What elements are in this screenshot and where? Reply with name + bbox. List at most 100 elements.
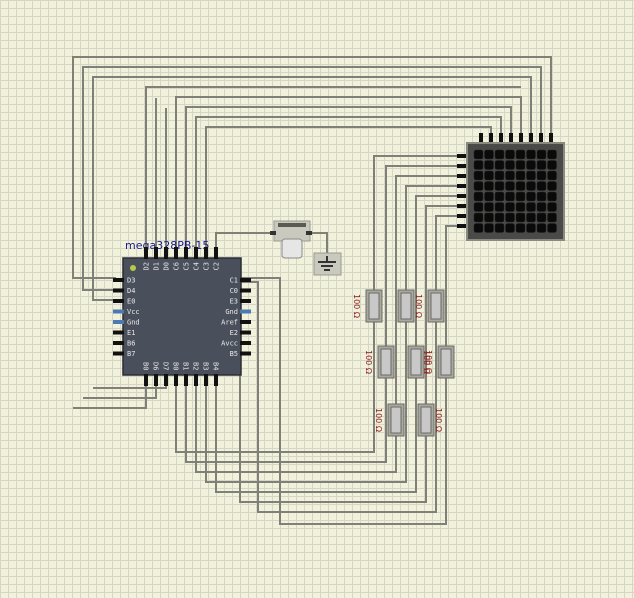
chip-body xyxy=(122,257,242,376)
pin-label: B4 xyxy=(212,362,220,370)
matrix-col-pin xyxy=(549,133,553,144)
led xyxy=(494,202,505,212)
resistor-7[interactable]: 100 Ω xyxy=(374,403,405,437)
pin-right-5[interactable] xyxy=(240,330,251,335)
pin-label: E3 xyxy=(230,298,238,306)
pin-label: B1 xyxy=(182,362,190,370)
resistor-label: 100 Ω xyxy=(352,294,361,318)
pin-bottom-1[interactable] xyxy=(154,374,158,386)
resistor-5[interactable]: 100 Ω xyxy=(407,345,433,379)
led xyxy=(547,170,557,181)
led xyxy=(536,223,547,233)
led xyxy=(484,223,494,233)
led xyxy=(536,170,547,181)
led xyxy=(484,160,494,170)
led xyxy=(515,181,526,191)
pin-label: C6 xyxy=(173,262,181,270)
resistor-1[interactable]: 100 Ω xyxy=(352,289,383,323)
pin-label: Vcc xyxy=(127,308,140,316)
led xyxy=(547,149,557,160)
pin-left-2[interactable] xyxy=(113,299,124,303)
led xyxy=(473,191,484,202)
pin-left-4[interactable] xyxy=(113,320,124,324)
pin-label: C3 xyxy=(203,262,211,270)
resistor-3[interactable] xyxy=(427,289,445,323)
pin-left-6[interactable] xyxy=(113,341,124,345)
matrix-col-pin xyxy=(539,133,543,144)
resistor-6[interactable]: 100 Ω xyxy=(422,345,455,379)
pin-right-4[interactable] xyxy=(240,320,251,324)
pin-label: C0 xyxy=(230,287,238,295)
pin-left-1[interactable] xyxy=(113,288,124,293)
led xyxy=(494,160,505,170)
pin-bottom-5[interactable] xyxy=(194,374,198,386)
pin-label: D7 xyxy=(162,362,170,370)
led xyxy=(515,212,526,223)
led xyxy=(484,212,494,223)
matrix-row-pin xyxy=(457,164,468,168)
pin-top-0[interactable] xyxy=(144,247,148,259)
pin-top-1[interactable] xyxy=(154,247,158,259)
pin-top-5[interactable] xyxy=(194,247,198,259)
pin-label: Aref xyxy=(221,319,238,327)
led xyxy=(473,149,484,160)
pin-right-6[interactable] xyxy=(240,341,251,345)
pin-right-7[interactable] xyxy=(240,351,251,356)
led-grid xyxy=(473,149,557,233)
led xyxy=(505,191,515,202)
led xyxy=(484,202,494,212)
button-cap[interactable] xyxy=(281,238,303,259)
pin-bottom-0[interactable] xyxy=(144,374,148,386)
led xyxy=(547,212,557,223)
led xyxy=(547,202,557,212)
pin-top-7[interactable] xyxy=(214,247,218,259)
led xyxy=(505,149,515,160)
pin-right-0[interactable] xyxy=(240,278,251,282)
pin-top-3[interactable] xyxy=(174,247,178,259)
push-button[interactable] xyxy=(270,220,312,259)
led xyxy=(526,212,536,223)
led xyxy=(515,223,526,233)
pin-label: D3 xyxy=(127,277,135,285)
matrix-col-pin xyxy=(489,133,493,144)
pin-right-3[interactable] xyxy=(240,309,251,314)
pin-top-2[interactable] xyxy=(164,247,168,259)
matrix-left-pins xyxy=(457,154,468,228)
led xyxy=(494,212,505,223)
pin-bottom-2[interactable] xyxy=(164,374,168,386)
pin-bottom-4[interactable] xyxy=(184,374,188,386)
pin-left-5[interactable] xyxy=(113,330,124,335)
pin-top-4[interactable] xyxy=(184,247,188,259)
pin-left-7[interactable] xyxy=(113,351,124,356)
pin-bottom-3[interactable] xyxy=(174,374,178,386)
pin-bottom-6[interactable] xyxy=(204,374,208,386)
pin-left-0[interactable] xyxy=(113,278,124,282)
resistor-8[interactable]: 100 Ω xyxy=(417,403,443,437)
led xyxy=(515,149,526,160)
pin-bottom-7[interactable] xyxy=(214,374,218,386)
led xyxy=(484,149,494,160)
ground-symbol xyxy=(313,252,342,276)
led xyxy=(494,223,505,233)
pin-label: C2 xyxy=(213,262,221,270)
led xyxy=(473,181,484,191)
pin-right-2[interactable] xyxy=(240,299,251,303)
pin-top-6[interactable] xyxy=(204,247,208,259)
resistor-4[interactable]: 100 Ω xyxy=(364,345,395,379)
led xyxy=(515,170,526,181)
led-matrix[interactable] xyxy=(457,133,565,241)
pin-left-3[interactable] xyxy=(113,309,124,314)
matrix-col-pin xyxy=(479,133,483,144)
led xyxy=(473,202,484,212)
pin-right-1[interactable] xyxy=(240,288,251,293)
resistor-2[interactable]: 100 Ω xyxy=(397,289,423,323)
led xyxy=(526,181,536,191)
led xyxy=(536,181,547,191)
